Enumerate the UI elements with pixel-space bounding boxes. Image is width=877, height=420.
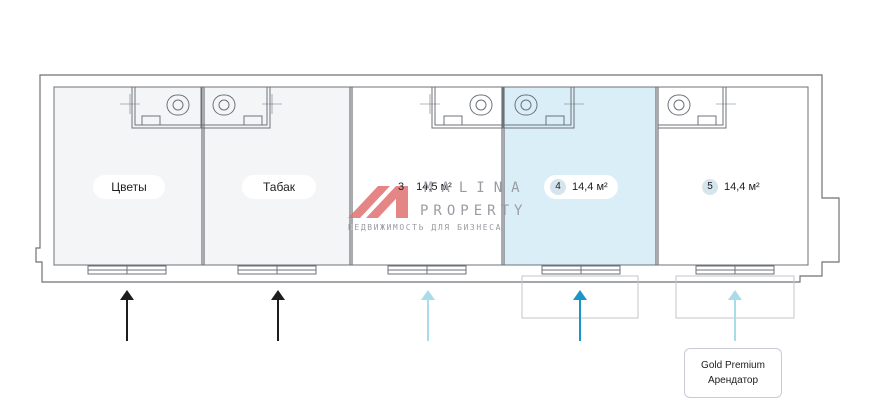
unit-5-label[interactable]: 5 14,4 м² xyxy=(702,175,760,199)
watermark-brand-top: MALINA xyxy=(424,180,529,196)
watermark-tagline: НЕДВИЖИМОСТЬ ДЛЯ БИЗНЕСА xyxy=(348,223,502,232)
entrance-arrow-flowers xyxy=(120,290,134,341)
unit-5-area: 14,4 м² xyxy=(724,181,760,193)
malina-logo-mark xyxy=(348,186,408,218)
bathroom-block-1 xyxy=(120,87,282,129)
unit-flowers-label[interactable]: Цветы xyxy=(93,175,165,199)
unit-5-number: 5 xyxy=(702,179,718,195)
unit-4-number: 4 xyxy=(550,179,566,195)
unit-3-area: 14,5 м² xyxy=(416,181,452,193)
unit-4-area: 14,4 м² xyxy=(572,181,608,193)
unit-3-number: 3 xyxy=(398,181,405,193)
unit-tobacco-label[interactable]: Табак xyxy=(242,175,316,199)
tenant-card-tier: Gold Premium xyxy=(701,360,765,371)
entrance-arrow-unit-5 xyxy=(728,290,742,341)
inner-wall xyxy=(53,86,809,266)
entrance-arrow-unit-3 xyxy=(421,290,435,341)
watermark-brand-bottom: PROPERTY xyxy=(420,203,528,219)
outer-wall xyxy=(35,74,840,283)
unit-3-label[interactable]: 3 14,5 м² xyxy=(398,175,452,199)
tenant-card-role: Арендатор xyxy=(707,375,759,386)
entrance-arrow-unit-4 xyxy=(573,290,587,341)
tenant-card[interactable]: Gold Premium Арендатор xyxy=(684,348,782,398)
partitions xyxy=(201,87,659,265)
unit-4-label[interactable]: 4 14,4 м² xyxy=(544,175,618,199)
bathroom-block-3 xyxy=(658,87,736,129)
unit-3-area[interactable] xyxy=(352,87,502,265)
bathroom-block-2 xyxy=(420,87,584,129)
entrance-arrow-tobacco xyxy=(271,290,285,341)
unit-5-area[interactable] xyxy=(658,87,808,265)
facade-windows xyxy=(87,265,775,275)
